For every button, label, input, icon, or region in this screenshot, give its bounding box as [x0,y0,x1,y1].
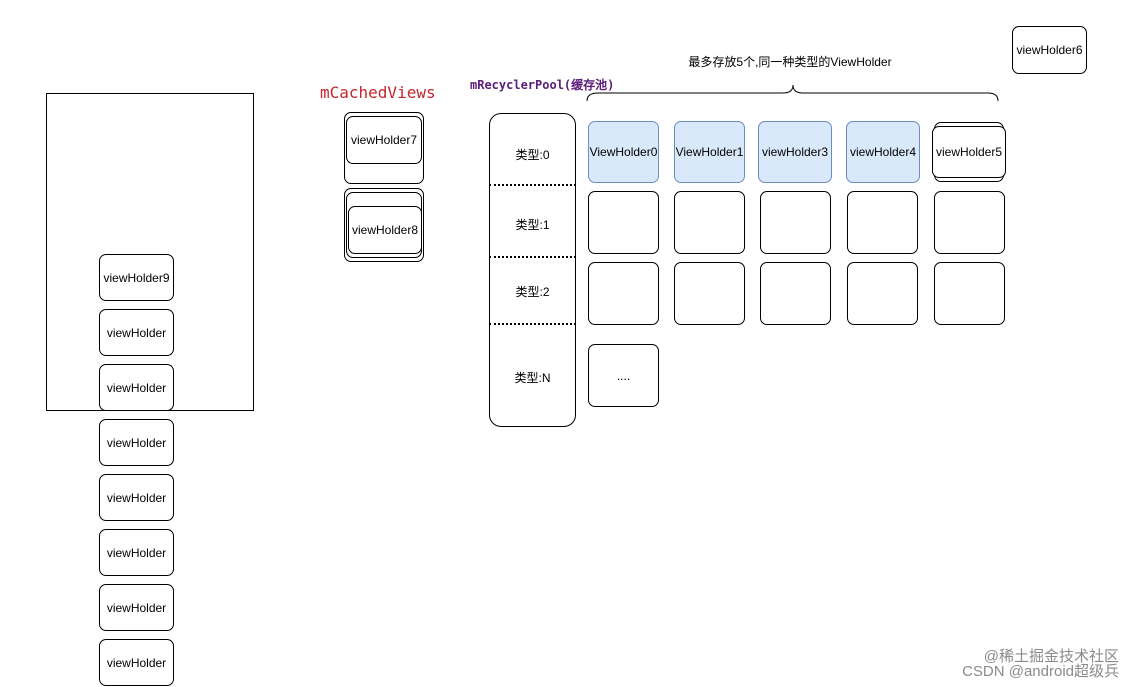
ellipsis-label: .... [616,368,631,383]
type-divider [489,184,576,186]
screen-viewholder-label: viewHolder [106,380,167,395]
pool-empty-slot [588,262,659,325]
pool-empty-slot [674,191,745,254]
watermark: @稀土掘金技术社区 CSDN @android超级兵 [962,649,1119,679]
screen-viewholder: viewHolder [99,364,174,411]
offscreen-viewholder: viewHolder [99,474,174,521]
recycler-pool-label: mRecyclerPool(缓存池) [470,78,615,92]
offscreen-viewholder: viewHolder [99,639,174,686]
pool-type-label: 类型:2 [515,285,550,299]
watermark-line-1: @稀土掘金技术社区 [983,648,1119,665]
pool-empty-slot [760,191,831,254]
pool-empty-slot [674,262,745,325]
cached-viewholder-7: viewHolder7 [346,116,422,164]
screen-viewholder-label: viewHolder [106,545,167,560]
pool-viewholder-label: viewHolder5 [935,145,1003,159]
pool-viewholder-1: ViewHolder1 [674,121,745,183]
pool-empty-slot [588,191,659,254]
type-divider [489,323,576,325]
watermark-line-2: CSDN @android超级兵 [962,663,1119,680]
floating-viewholder-6: viewHolder6 [1012,26,1087,74]
screen-viewholder-9: viewHolder9 [99,254,174,301]
cached-viewholder-label: viewHolder7 [350,133,418,147]
pool-viewholder-label: ViewHolder1 [675,145,744,159]
pool-viewholder-label: ViewHolder0 [589,145,658,159]
pool-type-column [489,113,576,427]
pool-type-label: 类型:0 [515,148,550,162]
max-capacity-note: 最多存放5个,同一种类型的ViewHolder [688,55,892,69]
screen-viewholder-label: viewHolder [106,600,167,615]
screen-viewholder-label: viewHolder [106,325,167,340]
cached-views-label: mCachedViews [320,83,436,102]
cached-viewholder-label: viewHolder8 [351,223,419,237]
pool-viewholder-5: viewHolder5 [932,126,1006,178]
offscreen-viewholder: viewHolder [99,584,174,631]
cached-viewholder-8: viewHolder8 [348,206,422,254]
screen-viewholder: viewHolder [99,309,174,356]
type-divider [489,256,576,258]
pool-empty-slot [847,191,918,254]
pool-empty-slot [760,262,831,325]
pool-viewholder-3: viewHolder3 [758,121,832,183]
pool-type-label: 类型:1 [515,218,550,232]
capacity-brace [586,84,999,102]
screen-viewholder-label: viewHolder [106,435,167,450]
pool-empty-slot [934,191,1005,254]
floating-viewholder-label: viewHolder6 [1016,43,1083,57]
pool-ellipsis-slot: .... [588,344,659,407]
screen-viewholder-label: viewHolder [106,490,167,505]
pool-viewholder-4: viewHolder4 [846,121,920,183]
pool-viewholder-label: viewHolder3 [761,145,829,159]
offscreen-viewholder: viewHolder [99,419,174,466]
pool-viewholder-0: ViewHolder0 [588,121,659,183]
screen-viewholder-label: viewHolder [106,655,167,670]
pool-empty-slot [847,262,918,325]
pool-viewholder-label: viewHolder4 [849,145,917,159]
pool-empty-slot [934,262,1005,325]
pool-type-label: 类型:N [514,371,551,385]
screen-viewholder-label: viewHolder9 [103,270,170,285]
offscreen-viewholder: viewHolder [99,529,174,576]
